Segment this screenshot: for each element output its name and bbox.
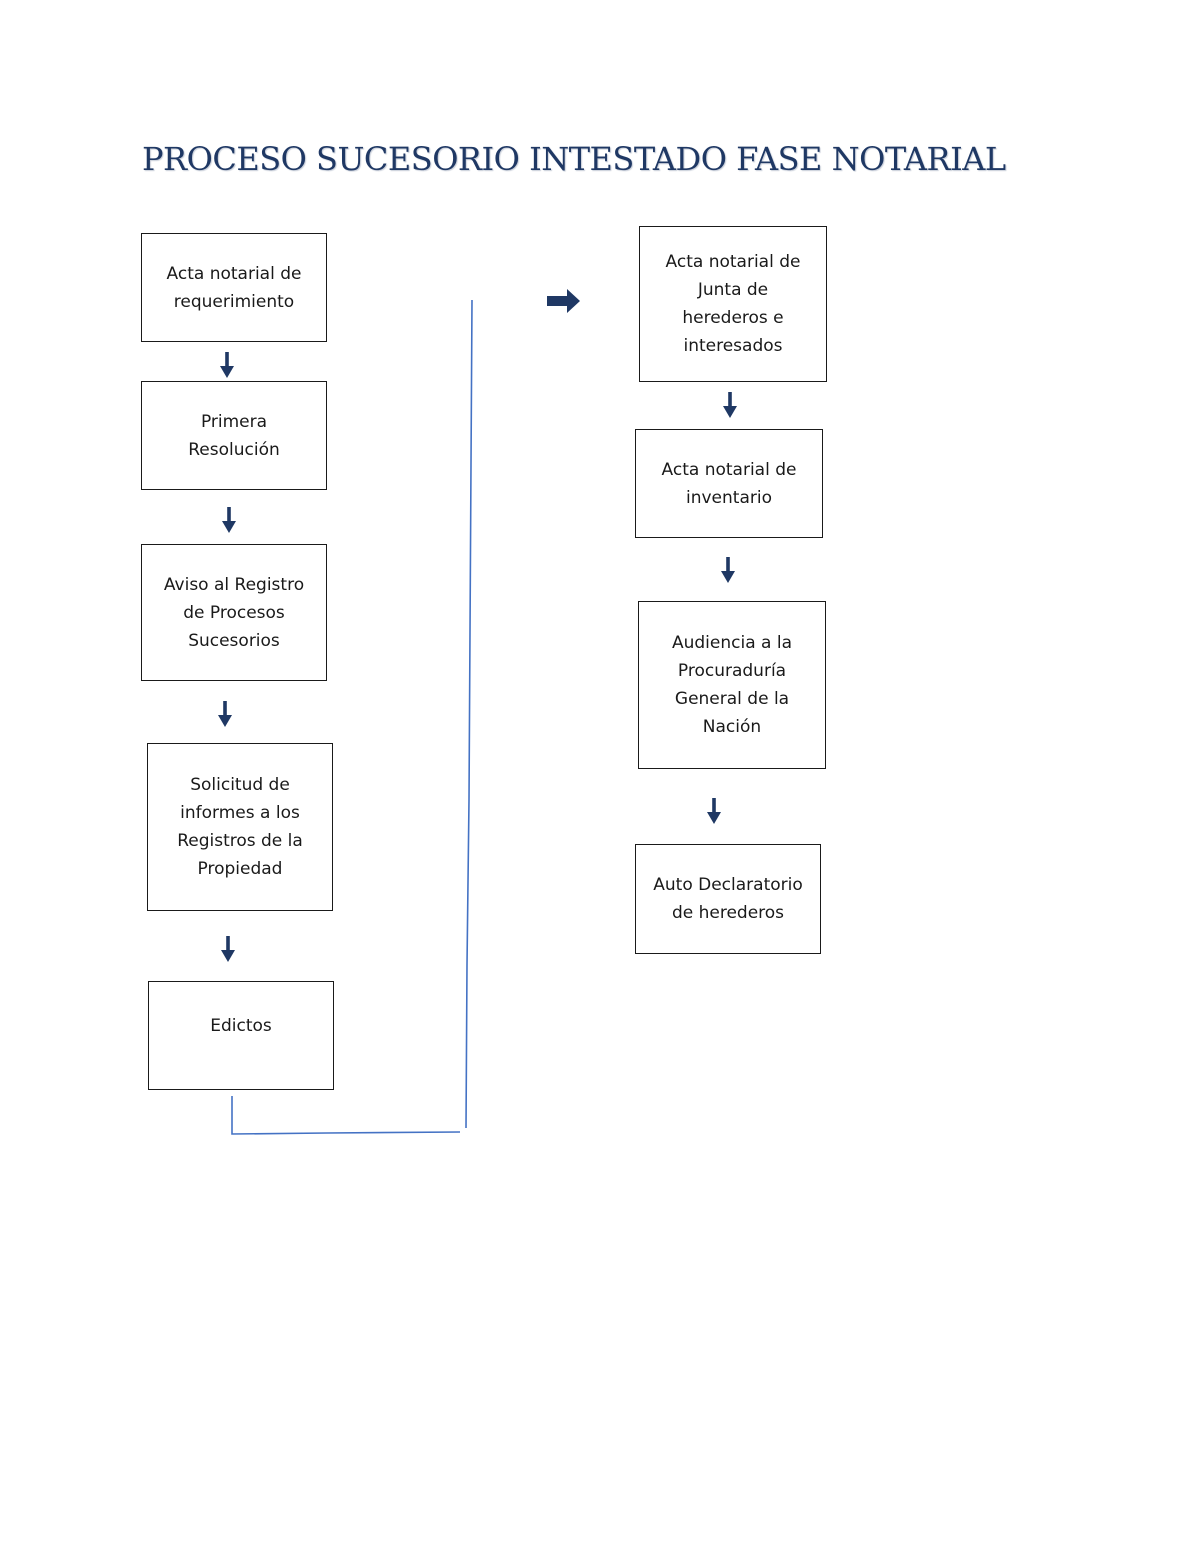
down-arrow-icon [723,392,737,418]
node-junta-herederos: Acta notarial de Junta de herederos e in… [639,226,827,382]
node-label: Audiencia a la Procuraduría General de l… [671,633,792,737]
down-arrow-icon [220,352,234,378]
node-acta-requerimiento: Acta notarial de requerimiento [141,233,327,342]
down-arrow-icon [707,798,721,824]
node-aviso-registro: Aviso al Registro de Procesos Sucesorios [141,544,327,681]
node-auto-declaratorio: Auto Declaratorio de herederos [635,844,821,954]
down-arrow-icon [222,507,236,533]
page-title: PROCESO SUCESORIO INTESTADO FASE NOTARIA… [142,140,1006,178]
node-solicitud-informes: Solicitud de informes a los Registros de… [147,743,333,911]
node-label: Acta notarial de inventario [661,459,797,508]
node-label: Acta notarial de requerimiento [166,263,302,312]
node-label: Primera Resolución [188,411,280,460]
node-label: Acta notarial de Junta de herederos e in… [665,252,801,356]
node-label: Auto Declaratorio de herederos [653,875,803,923]
node-label: Solicitud de informes a los Registros de… [177,775,303,879]
down-arrow-icon [221,936,235,962]
down-arrow-icon [218,701,232,727]
right-block-arrow-icon [547,289,580,313]
node-audiencia-procuraduria: Audiencia a la Procuraduría General de l… [638,601,826,769]
node-edictos: Edictos [148,981,334,1090]
node-primera-resolucion: Primera Resolución [141,381,327,490]
loop-connector-line [231,299,473,1135]
down-arrow-icon [721,557,735,583]
node-label: Edictos [210,1016,272,1036]
node-acta-inventario: Acta notarial de inventario [635,429,823,538]
node-label: Aviso al Registro de Procesos Sucesorios [163,574,305,651]
